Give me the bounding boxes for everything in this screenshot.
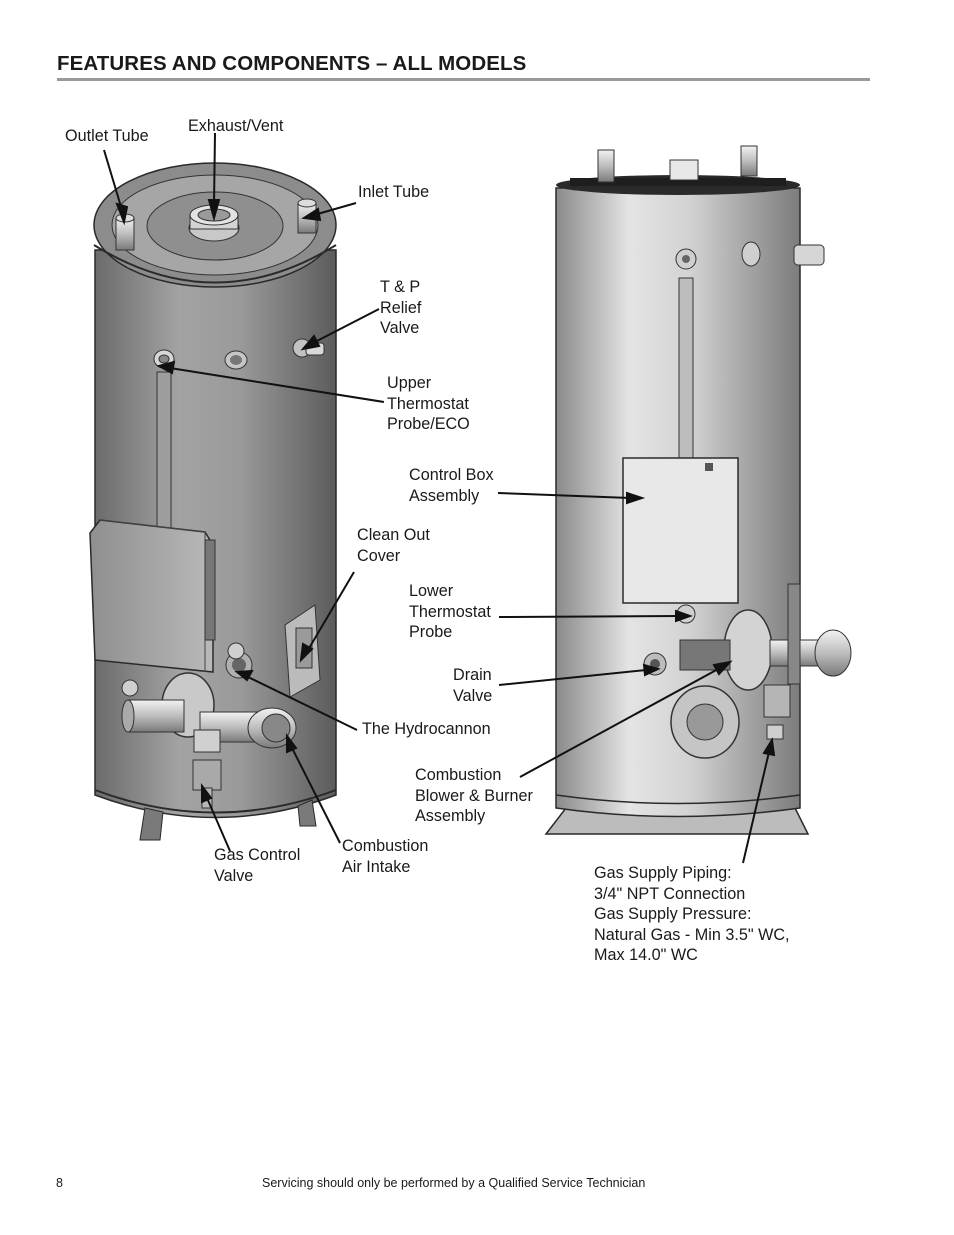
label-line: Control Box <box>409 466 494 484</box>
label-line: Upper <box>387 374 432 392</box>
label-line: Drain <box>453 666 492 684</box>
label-control-box: Control Box Assembly <box>409 465 494 506</box>
label-line: Lower <box>409 582 454 600</box>
label-line: T & P <box>380 278 421 296</box>
label-lower-thermostat: Lower Thermostat Probe <box>409 581 491 643</box>
label-line: Natural Gas - Min 3.5" WC, <box>594 925 790 944</box>
label-line: Max 14.0" WC <box>594 946 698 964</box>
label-line: Valve <box>453 686 493 705</box>
label-drain-valve: Drain Valve <box>453 665 492 706</box>
label-line: Cover <box>357 546 401 565</box>
label-line: Combustion <box>415 766 502 784</box>
label-combustion-air-intake: Combustion Air Intake <box>342 836 428 877</box>
label-hydrocannon: The Hydrocannon <box>362 720 491 738</box>
label-gas-supply: Gas Supply Piping: 3/4" NPT Connection G… <box>594 863 790 966</box>
label-line: Gas Supply Pressure: <box>594 905 752 923</box>
label-line: Valve <box>214 866 254 885</box>
label-line: 3/4" NPT Connection <box>594 884 746 903</box>
label-clean-out-cover: Clean Out Cover <box>357 525 430 566</box>
leader-lines <box>103 132 776 864</box>
right-water-heater <box>544 145 852 835</box>
label-combustion-blower: Combustion Blower & Burner Assembly <box>415 765 533 827</box>
label-line: Assembly <box>409 486 480 505</box>
label-tp-relief-valve: T & P Relief Valve <box>380 277 421 339</box>
label-line: Valve <box>380 319 420 337</box>
label-line: Clean Out <box>357 526 430 544</box>
label-line: Gas Control <box>214 846 301 864</box>
page-number: 8 <box>56 1176 63 1190</box>
page-title: FEATURES AND COMPONENTS – ALL MODELS <box>57 52 527 75</box>
label-upper-thermostat: Upper Thermostat Probe/ECO <box>387 373 470 435</box>
label-line: Thermostat <box>387 394 469 413</box>
label-outlet-tube: Outlet Tube <box>65 127 149 145</box>
label-inlet-tube: Inlet Tube <box>358 183 430 201</box>
label-gas-control-valve: Gas Control Valve <box>214 845 300 886</box>
label-exhaust-vent: Exhaust/Vent <box>188 117 284 135</box>
title-rule <box>57 78 870 81</box>
label-line: Air Intake <box>342 857 411 876</box>
label-line: Assembly <box>415 807 486 825</box>
left-water-heater <box>89 162 337 841</box>
footer-note: Servicing should only be performed by a … <box>262 1176 646 1190</box>
label-line: Probe/ECO <box>387 415 470 433</box>
label-line: Relief <box>380 298 422 317</box>
label-line: Gas Supply Piping: <box>594 864 732 882</box>
label-line: Thermostat <box>409 602 491 621</box>
label-line: Combustion <box>342 837 429 855</box>
label-line: Probe <box>409 623 453 641</box>
label-line: Blower & Burner <box>415 786 533 805</box>
